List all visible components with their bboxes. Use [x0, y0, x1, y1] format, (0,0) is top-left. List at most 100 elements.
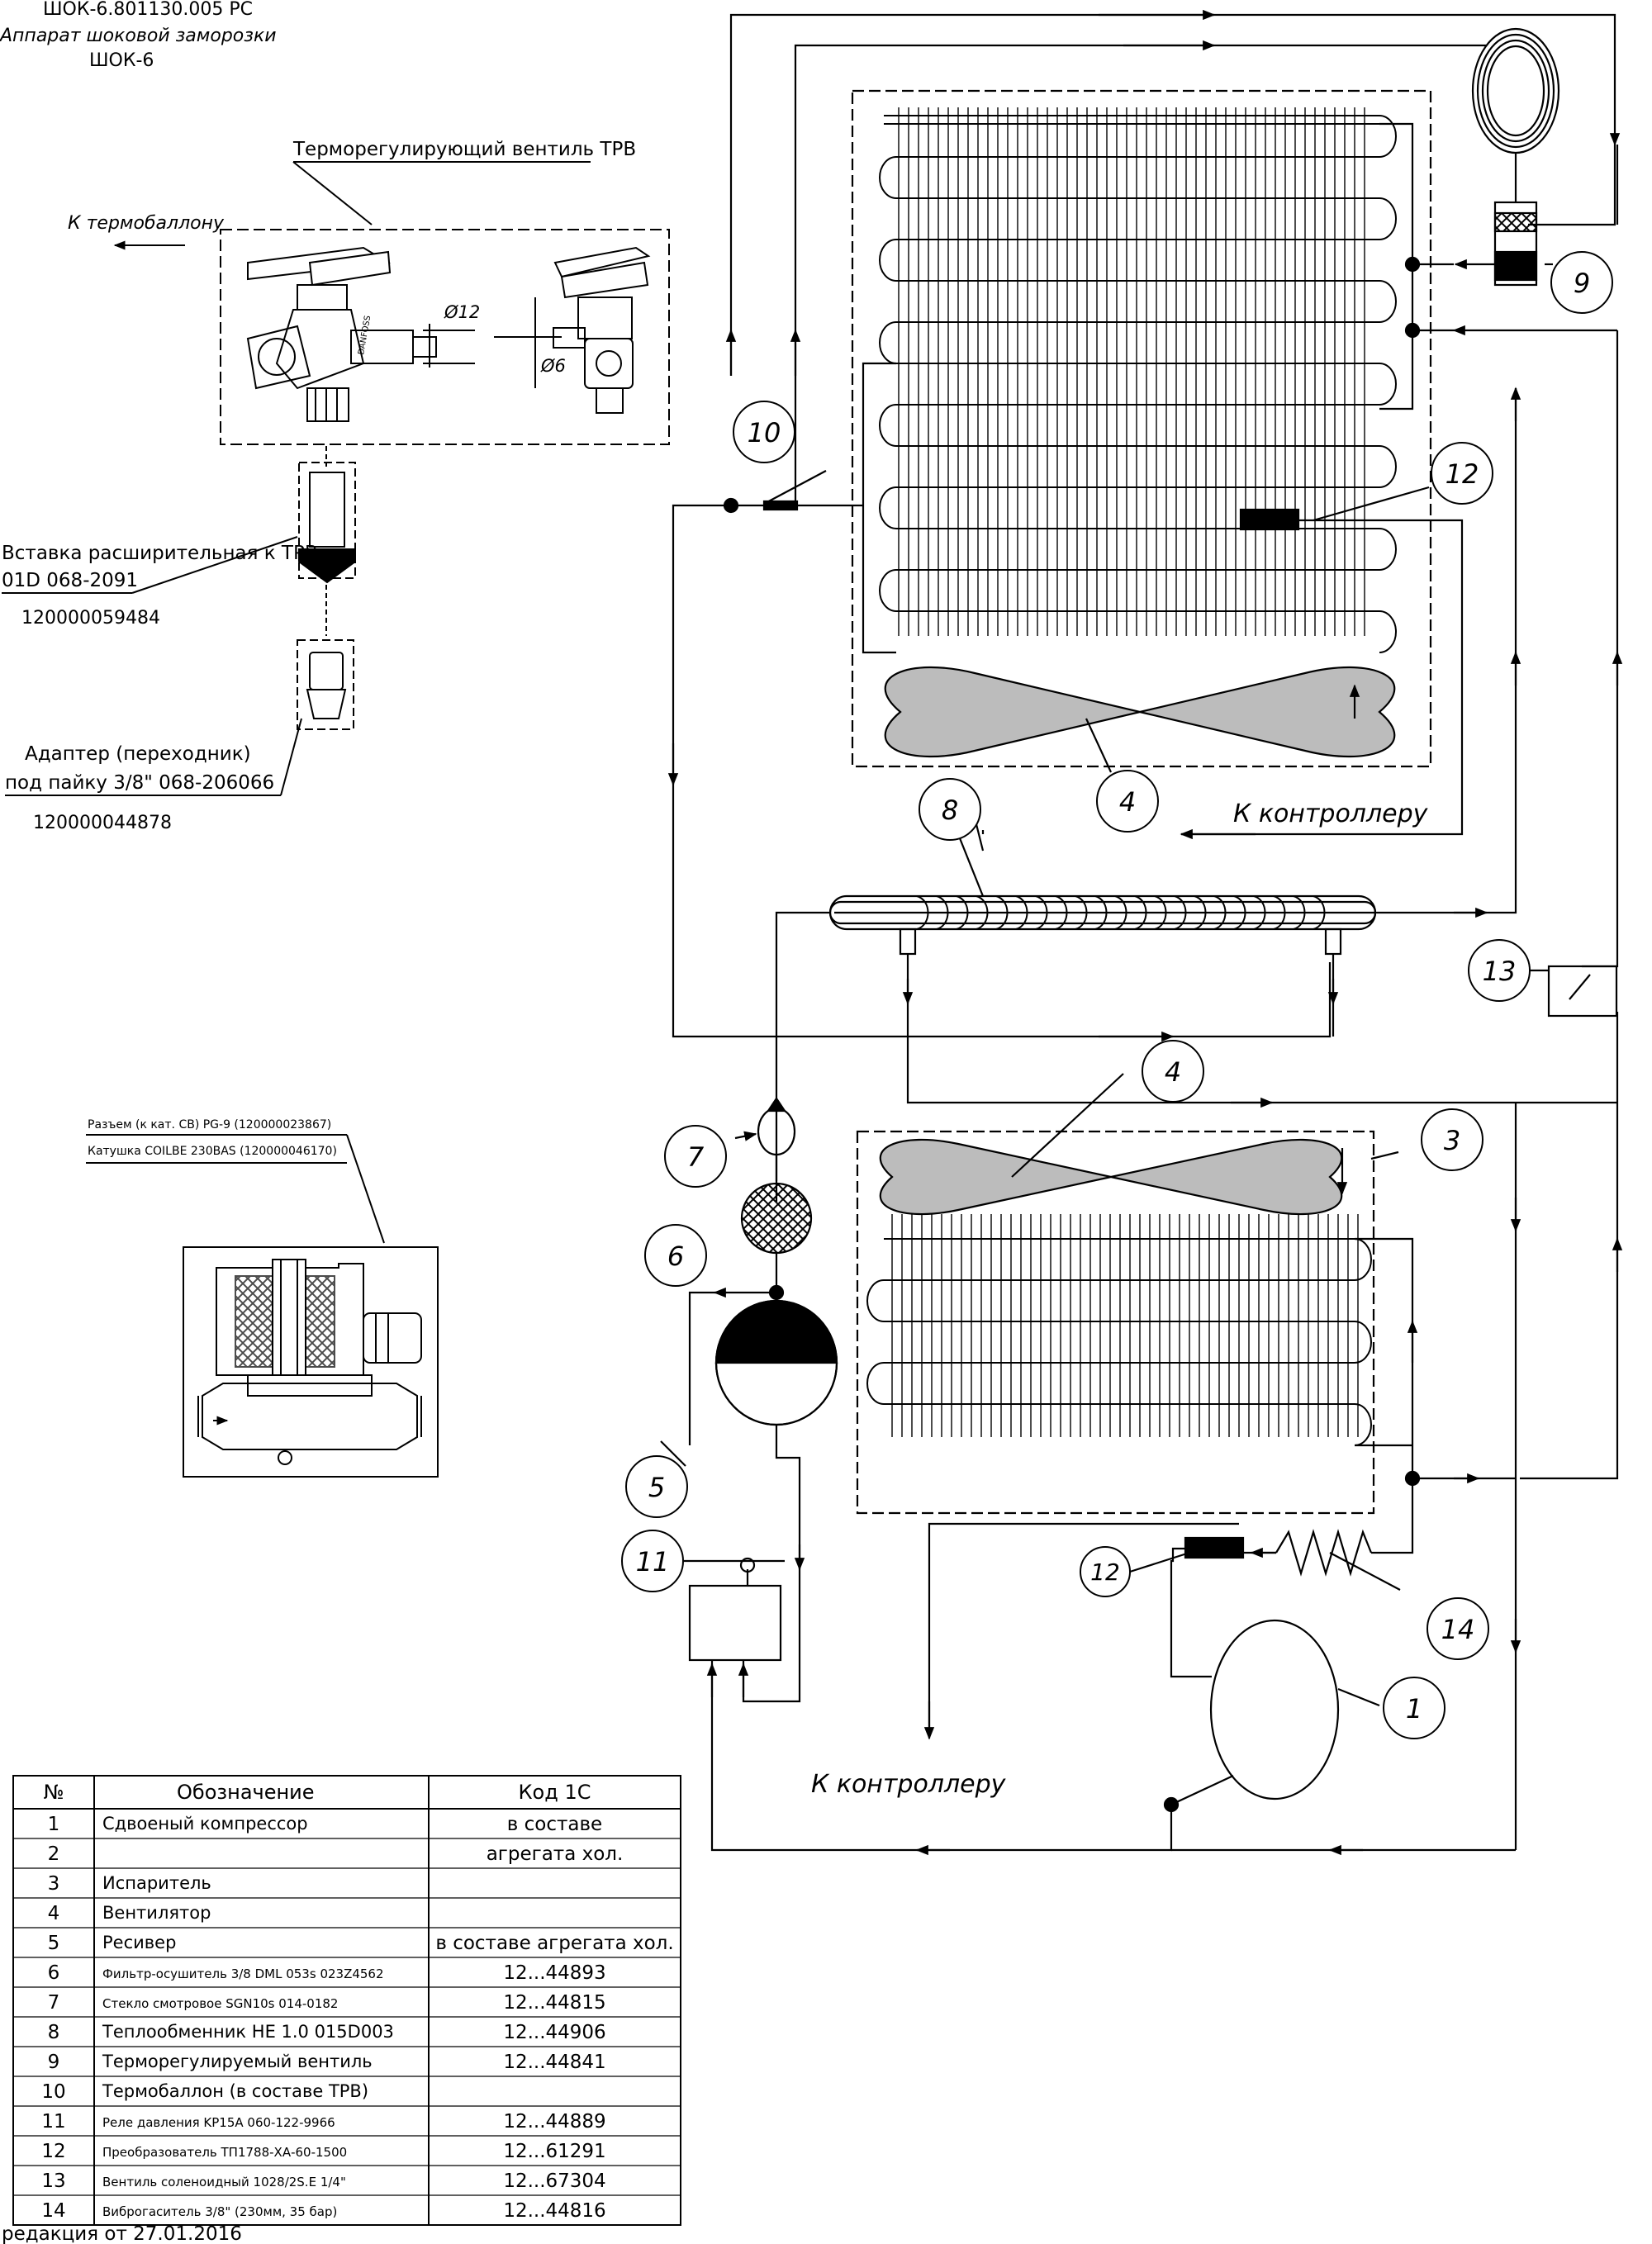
svg-text:8: 8 [942, 795, 958, 826]
svg-text:3: 3 [1444, 1125, 1460, 1156]
svg-text:1: 1 [1406, 1693, 1422, 1725]
table-cell-name: Сдвоеный компрессор [102, 1814, 308, 1834]
callout-12-upper: 12 [1431, 442, 1493, 505]
svg-text:6: 6 [667, 1241, 684, 1272]
callout-4-lower: 4 [1142, 1040, 1204, 1103]
table-cell-name: Стекло смотровое SGN10s 014-0182 [102, 1996, 338, 2011]
table-cell-name: Виброгаситель 3/8" (230мм, 35 бар) [102, 2204, 337, 2219]
svg-text:5: 5 [648, 1472, 665, 1503]
solenoid-connector-label: Разъем (к кат. СВ) PG-9 (120000023867) [88, 1118, 331, 1131]
table-cell-name: Фильтр-осушитель 3/8 DML 053s 023Z4562 [102, 1966, 384, 1981]
doc-code: ШОК-6.801130.005 РС [43, 0, 253, 20]
upper-evaporator-fins [898, 107, 1365, 636]
svg-text:9: 9 [1574, 268, 1590, 299]
callout-10: 10 [733, 401, 795, 463]
table-cell-num: 13 [41, 2170, 65, 2192]
table-cell-num: 4 [48, 1903, 60, 1924]
to-controller-upper: К контроллеру [1233, 799, 1429, 828]
adapter-code: 120000044878 [33, 813, 172, 833]
adapter: Адаптер (переходник) под пайку 3/8" 068-… [5, 639, 354, 833]
sensor-12-lower [1184, 1536, 1245, 1559]
table-cell-num: 12 [41, 2141, 65, 2162]
table-cell-code: в составе [507, 1814, 602, 1835]
table-cell-code: 12...44816 [503, 2200, 605, 2222]
solenoid-coil-label: Катушка COILBE 230BAS (120000046170) [88, 1145, 337, 1158]
trv-detail-frame [220, 229, 670, 445]
table-cell-num: 9 [48, 2052, 60, 2073]
callout-3: 3 [1421, 1108, 1483, 1171]
insert-label-2: 01D 068-2091 [2, 570, 138, 591]
dim-d12: Ø12 [444, 302, 480, 322]
table-cell-num: 14 [41, 2200, 65, 2222]
table-cell-name: Теплообменник HE 1.0 015D003 [102, 2022, 394, 2042]
callout-9: 9 [1550, 251, 1613, 314]
callout-12-lower: 12 [1080, 1546, 1131, 1597]
callout-7: 7 [664, 1125, 727, 1188]
expansion-insert: Вставка расширительная к ТРВ 01D 068-209… [2, 446, 356, 636]
circuit [660, 9, 1623, 1856]
revision-footer: редакция от 27.01.2016 [2, 2223, 242, 2244]
table-cell-name: Терморегулируемый вентиль [102, 2052, 373, 2071]
table-cell-num: 7 [48, 1992, 60, 2014]
solenoid-detail-frame [183, 1246, 439, 1478]
callouts: 10 9 12 4 8 13 4 3 7 6 5 11 12 14 1 [621, 251, 1613, 1739]
insert-label-1: Вставка расширительная к ТРВ [2, 543, 318, 564]
heat-exchanger-8 [828, 894, 1408, 956]
table-cell-code: 12...61291 [503, 2141, 605, 2162]
compressor-1 [1209, 1619, 1340, 1800]
table-cell-num: 5 [48, 1933, 60, 1954]
table-cell-code: в составе агрегата хол. [435, 1933, 673, 1954]
parts-table: № Обозначение Код 1С 1 Сдвоеный компрессор в … [12, 1775, 681, 2226]
table-cell-name: Вентилятор [102, 1903, 211, 1923]
lower-evaporator-frame [856, 1130, 1375, 1515]
bulb-10 [762, 500, 799, 511]
table-cell-code: 12...44906 [503, 2022, 605, 2043]
callout-13: 13 [1468, 939, 1531, 1002]
doc-title: Аппарат шоковой заморозки [0, 26, 277, 46]
callout-4-upper: 4 [1096, 770, 1159, 833]
table-cell-code: 12...67304 [503, 2170, 605, 2192]
table-cell-code: 12...44893 [503, 1962, 605, 1984]
upper-fan [884, 666, 1396, 758]
upper-evaporator-coil [879, 115, 1397, 653]
solenoid-detail: Разъем (к кат. СВ) PG-9 (120000023867) К… [86, 1118, 439, 1478]
callout-5: 5 [625, 1455, 688, 1518]
svg-text:7: 7 [687, 1141, 705, 1173]
vibration-absorber-14 [1275, 1529, 1373, 1577]
table-header: № [44, 1781, 64, 1804]
trv-brand: DANFOSS [357, 315, 373, 355]
callout-14: 14 [1427, 1597, 1489, 1660]
callout-8: 8 [919, 778, 981, 841]
trv-valve-9 [1493, 201, 1538, 287]
solenoid-valve-13 [1547, 965, 1618, 1018]
lower-evaporator-fins [891, 1214, 1359, 1437]
table-cell-num: 1 [48, 1814, 60, 1835]
table-cell-num: 3 [48, 1873, 60, 1895]
table-cell-code: агрегата хол. [487, 1843, 624, 1865]
adapter-label-2: под пайку 3/8" 068-206066 [5, 772, 274, 794]
lower-fan [879, 1138, 1343, 1216]
table-cell-code: 12...44841 [503, 2052, 605, 2073]
doc-model: ШОК-6 [89, 50, 154, 71]
sensor-12-upper [1239, 508, 1300, 531]
receiver-5 [714, 1299, 838, 1426]
table-header: Код 1С [519, 1781, 591, 1804]
svg-text:12: 12 [1090, 1558, 1120, 1586]
table-cell-name: Реле давления KP15A 060-122-9966 [102, 2115, 335, 2130]
table-cell-code: 12...44889 [503, 2111, 605, 2133]
svg-text:4: 4 [1165, 1056, 1181, 1088]
insert-code: 120000059484 [21, 608, 160, 629]
table-cell-num: 8 [48, 2022, 60, 2043]
table-cell-num: 11 [41, 2111, 65, 2133]
table-cell-code: 12...44815 [503, 1992, 605, 2014]
to-bulb-label: К термобаллону [68, 213, 225, 234]
callout-1: 1 [1383, 1677, 1446, 1739]
svg-text:12: 12 [1446, 458, 1479, 490]
pressure-relay-11 [688, 1584, 782, 1662]
table-header: Обозначение [177, 1781, 315, 1804]
adapter-label-1: Адаптер (переходник) [25, 743, 251, 765]
svg-text:11: 11 [636, 1546, 670, 1577]
svg-text:14: 14 [1441, 1614, 1475, 1645]
capillary-coil [1471, 27, 1560, 154]
table-cell-num: 10 [41, 2081, 65, 2103]
